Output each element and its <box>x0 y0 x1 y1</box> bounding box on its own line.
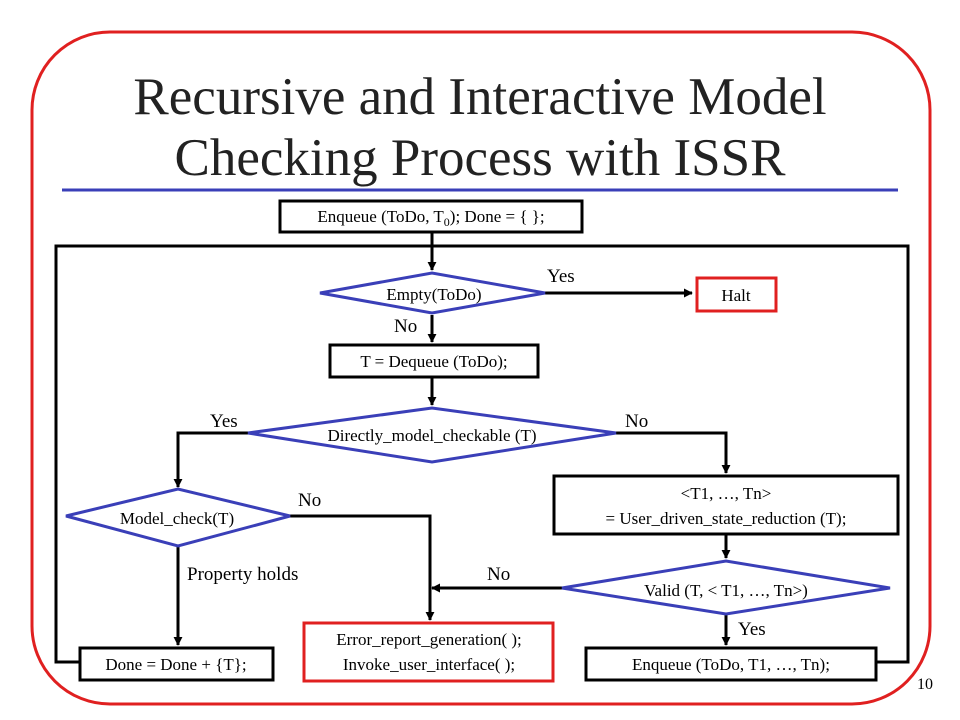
model-no-arrow <box>290 514 435 621</box>
direct-no-label: No <box>625 411 648 432</box>
reduction-box-line-1: <T1, …, Tn> <box>681 484 772 503</box>
model-check-decision-text: Model_check(T) <box>120 509 234 528</box>
enqueue-many-box-text: Enqueue (ToDo, T1, …, Tn); <box>632 655 830 674</box>
loop-back-left-line <box>54 244 432 664</box>
direct-no-arrow <box>616 431 731 474</box>
direct-check-decision <box>247 406 617 464</box>
reduction-box <box>552 474 900 536</box>
halt-box <box>695 276 778 313</box>
done-box <box>78 646 275 682</box>
property-holds-label: Property holds <box>187 564 298 585</box>
valid-decision-text: Valid (T, < T1, …, Tn>) <box>644 581 808 600</box>
error-box-line-1: Error_report_generation( ); <box>336 630 522 649</box>
empty-no-label: No <box>394 316 417 337</box>
direct-yes-arrow <box>173 431 248 488</box>
halt-box-text: Halt <box>721 286 751 305</box>
model-check-decision <box>65 487 291 548</box>
empty-yes-label: Yes <box>547 266 575 287</box>
start-box <box>278 199 584 234</box>
start-box-text: Enqueue (ToDo, T0); Done = { }; <box>317 207 544 229</box>
model-no-label: No <box>298 490 321 511</box>
slide-frame <box>30 30 932 706</box>
reduction-box-line-2: = User_driven_state_reduction (T); <box>606 509 847 528</box>
enqueue-many-box <box>584 646 878 682</box>
error-box <box>302 621 555 683</box>
empty-decision-text: Empty(ToDo) <box>386 285 481 304</box>
dequeue-box <box>328 343 540 379</box>
valid-yes-label: Yes <box>738 619 766 640</box>
dequeue-box-text: T = Dequeue (ToDo); <box>360 352 507 371</box>
direct-check-decision-text: Directly_model_checkable (T) <box>327 426 536 445</box>
empty-decision <box>319 271 546 315</box>
slide-title-line-2: Checking Process with ISSR <box>174 129 786 187</box>
slide-title-line-1: Recursive and Interactive Model <box>133 68 827 126</box>
page-number: 10 <box>917 676 933 693</box>
done-box-text: Done = Done + {T}; <box>105 655 246 674</box>
connectors <box>54 232 910 664</box>
direct-yes-label: Yes <box>210 411 238 432</box>
loop-back-right-line <box>432 244 910 664</box>
valid-decision <box>561 559 891 616</box>
error-box-line-2: Invoke_user_interface( ); <box>343 655 515 674</box>
valid-no-label: No <box>487 564 510 585</box>
